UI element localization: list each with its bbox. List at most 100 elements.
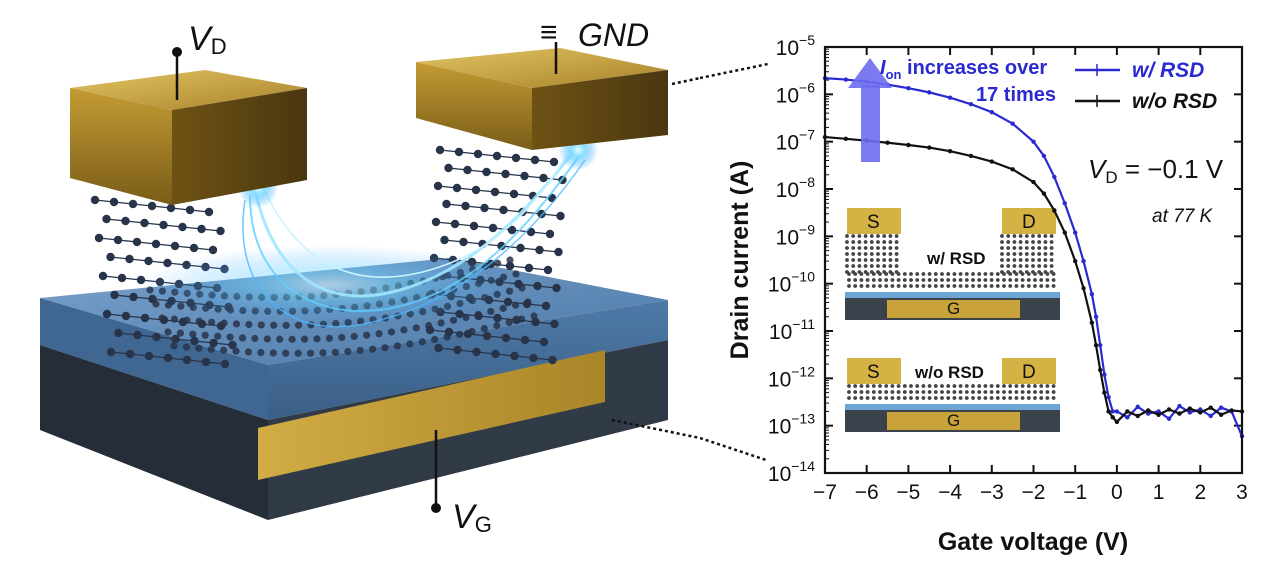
atom [543,265,553,275]
inset-atom [888,240,893,244]
inset-atom [1020,278,1025,282]
inset-atom [1002,384,1006,388]
inset-atom [884,278,889,282]
inset-atom [890,284,895,288]
inset-atom [863,246,868,250]
drain-contact [70,70,307,205]
inset-atom [859,278,864,282]
inset-atom [859,396,864,400]
inset-atom [1031,264,1035,268]
inset-atom [1014,278,1019,282]
y-axis-ticks: 10−510−610−710−810−910−1010−1110−1210−13… [768,32,1242,486]
inset-atom [1014,390,1019,394]
inset-atom [876,264,880,268]
inset-atom [1049,270,1054,274]
inset-atom [933,396,938,400]
inset-atom [946,272,951,276]
inset-atom [995,272,1000,276]
y-tick-label: 10−14 [768,458,815,486]
ion-annotation-line2: 17 times [976,84,1056,106]
inset-atom [952,272,957,276]
drain-terminal [172,47,182,100]
inset-atom [896,396,901,400]
inset-atom [1037,246,1042,250]
inset-atom [1024,240,1029,244]
inset-label: w/o RSD [914,363,984,382]
inset-atom [1033,278,1037,282]
inset-atom [995,384,1000,388]
y-tick-label: 10−11 [769,316,815,344]
data-point [1187,406,1193,411]
data-point [1052,174,1057,180]
inset-atom [1012,252,1017,256]
atom [455,330,464,338]
inset-atom [884,390,889,394]
data-point [843,77,849,82]
atom [406,340,414,348]
data-point [1198,410,1203,415]
inset-atom [845,240,849,244]
inset-atom [1006,234,1011,238]
inset-atom [946,396,951,400]
data-point [1041,153,1047,159]
atom [350,332,358,341]
inset-atom [871,390,876,394]
inset-atom [983,284,988,288]
atom [257,348,265,357]
data-point [1229,408,1234,413]
atom [545,229,555,239]
inset-atom [1037,240,1042,244]
inset-atom [1012,246,1017,250]
inset-atom [1020,390,1025,394]
inset-atom [1037,258,1042,262]
inset-atom [876,234,880,238]
atom [251,334,259,343]
y-tick-label: 10−5 [776,32,816,60]
inset-atom [940,384,944,388]
inset-atom [878,384,882,388]
ground-symbol: ≡ [540,16,558,49]
inset-atom [1002,396,1006,400]
inset-atom [1006,240,1011,244]
data-point [1218,405,1224,410]
atom [487,307,495,316]
data-point [1010,167,1015,172]
inset-atom [1045,390,1050,394]
inset-atom [1049,252,1054,256]
plot-frame [823,45,1244,475]
inset-atom [845,246,849,250]
inset-atom [851,270,856,274]
atom [183,316,191,324]
inset-atom [1008,384,1013,388]
inset-atom [1037,264,1042,268]
inset-atom [857,264,862,268]
x-tick-label: −6 [855,481,879,504]
gate-electrode [258,350,605,480]
inset-atom [853,284,858,288]
data-point [1110,415,1115,420]
inset-atom [940,284,944,288]
inset-drain-label: D [1022,212,1036,233]
data-point [1125,415,1130,420]
atom [207,345,215,353]
inset-atom [1024,246,1029,250]
inset-atom [1006,270,1011,274]
inset-atom [1012,264,1017,268]
inset-atom [853,390,858,394]
inset-atom [1006,246,1011,250]
inset-atom [871,284,876,288]
atom [499,304,507,312]
inset-atom [933,278,938,282]
data-point [1166,416,1172,421]
inset-atom [865,284,870,288]
inset-atom [863,258,868,262]
inset-atom [1051,396,1056,400]
data-point [1062,201,1067,206]
atom [493,259,502,267]
inset-atom [859,284,864,288]
inset-atom [876,270,880,274]
leader-line-top-end [700,62,769,80]
data-point [1110,409,1115,414]
atom [480,324,488,333]
